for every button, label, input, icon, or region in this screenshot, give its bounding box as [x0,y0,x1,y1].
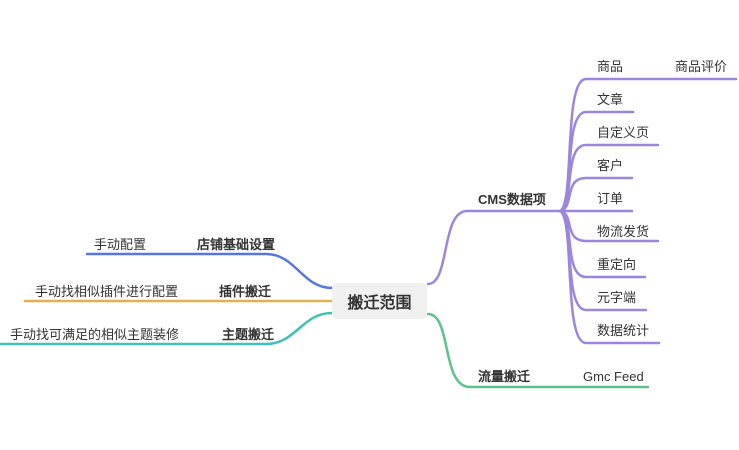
node-redirects[interactable]: 重定向 [597,257,637,272]
branch-line-customers [558,176,634,213]
branch-line-cms [426,209,562,286]
node-gmc-feed[interactable]: Gmc Feed [583,369,644,384]
node-product-reviews[interactable]: 商品评价 [675,59,728,74]
branch-line-custom-pages [558,143,660,213]
node-articles[interactable]: 文章 [597,92,624,107]
node-metafields[interactable]: 元字端 [597,290,637,305]
node-customers[interactable]: 客户 [597,158,624,173]
node-theme-migration[interactable]: 主题搬迁 [222,327,275,342]
node-theme-decorate[interactable]: 手动找可满足的相似主题装修 [10,327,180,342]
node-shipping[interactable]: 物流发货 [597,224,650,239]
node-manual-config[interactable]: 手动配置 [94,237,147,252]
node-plugin-config[interactable]: 手动找相似插件进行配置 [35,284,179,299]
node-store-settings[interactable]: 店铺基础设置 [197,237,276,252]
branch-line-store-settings [85,252,334,290]
node-cms-data[interactable]: CMS数据项 [478,192,546,207]
branch-line-theme [0,311,334,346]
node-traffic-migration[interactable]: 流量搬迁 [478,369,531,384]
branch-line-traffic [426,312,650,389]
node-plugin-migration[interactable]: 插件搬迁 [219,284,272,299]
node-custom-pages[interactable]: 自定义页 [597,125,650,140]
root-node[interactable]: 搬迁范围 [332,283,427,319]
node-stats[interactable]: 数据统计 [597,323,650,338]
node-products[interactable]: 商品 [597,59,624,74]
branch-line-stats [558,209,661,345]
node-orders[interactable]: 订单 [597,191,624,206]
